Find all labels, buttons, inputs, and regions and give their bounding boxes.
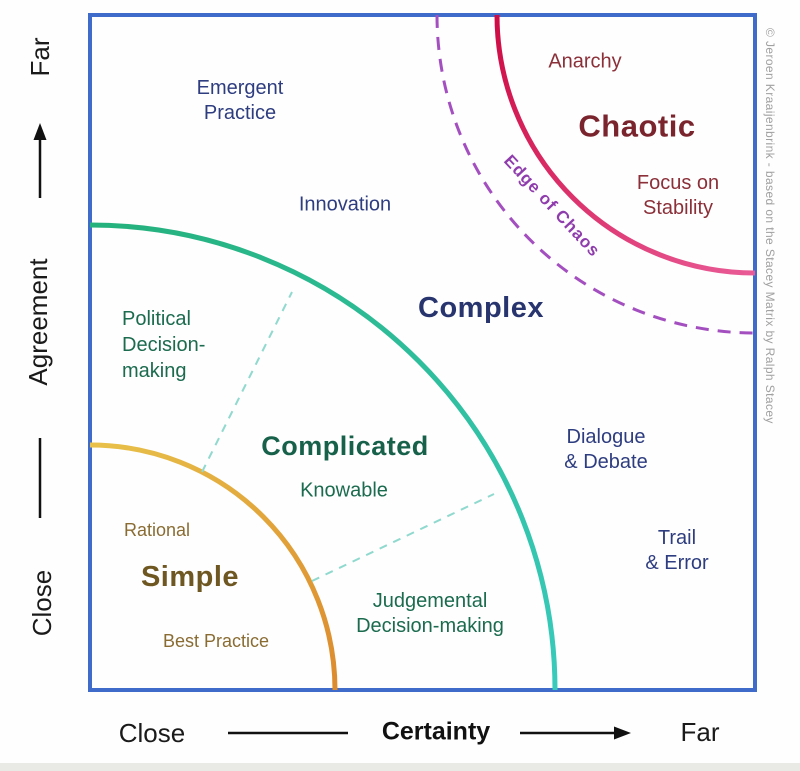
note-knowable: Knowable: [300, 479, 388, 502]
plot-border: [88, 13, 757, 692]
simple-arc: [89, 442, 338, 691]
zone-title-chaotic: Chaotic: [578, 108, 696, 144]
note-rational: Rational: [123, 519, 191, 540]
zone-title-complex: Complex: [418, 291, 544, 324]
note-best-practice: Best Practice: [162, 630, 270, 651]
note-anarchy: Anarchy: [548, 50, 622, 73]
x-axis-arrow-right-icon: [520, 726, 631, 740]
x-axis-title: Certainty: [381, 717, 491, 746]
divider-political-complicated: [201, 291, 293, 473]
note-dialogue-debate: Dialogue & Debate: [564, 426, 648, 473]
credit-text: © Jeroen Kraaijenbrink - based on the St…: [763, 28, 777, 424]
y-axis-arrow-up-icon: [33, 123, 47, 198]
note-focus-on-stability: Focus on Stability: [636, 172, 720, 219]
x-axis-close-label: Close: [118, 717, 186, 748]
note-judgemental-decision-making: Judgemental Decision-making: [356, 590, 504, 637]
zone-title-complicated: Complicated: [261, 431, 429, 462]
edge-of-chaos-dashed-arc: [435, 14, 756, 335]
x-axis-far-label: Far: [680, 716, 720, 747]
chaotic-arc: [494, 14, 756, 276]
y-axis-close-label: Close: [26, 569, 57, 637]
note-innovation: Innovation: [298, 193, 392, 216]
zone-title-simple: Simple: [140, 560, 240, 593]
y-axis-far-label: Far: [24, 37, 55, 77]
bottom-edge-strip: [0, 763, 800, 771]
note-trail-error: Trail & Error: [645, 527, 709, 574]
divider-judgemental-complicated: [311, 493, 495, 582]
note-political-decision-making: Political Decision- making: [122, 308, 206, 382]
y-axis-title: Agreement: [22, 258, 53, 386]
complicated-complex-arc: [89, 222, 558, 691]
note-emergent-practice: Emergent Practice: [196, 77, 284, 124]
